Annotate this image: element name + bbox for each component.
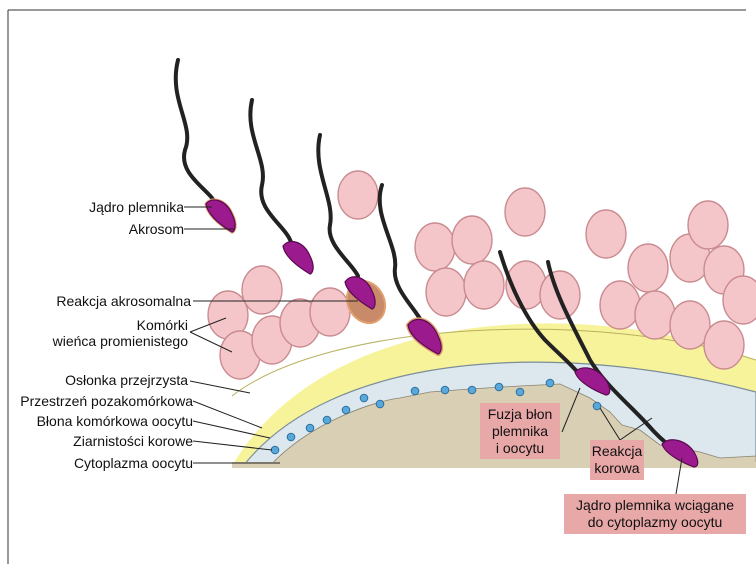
label-corona-cells-2: wieńca promienistego [52, 333, 189, 349]
cortical-granule [323, 416, 331, 424]
corona-cell [635, 291, 675, 339]
label-perivitelline-space: Przestrzeń pozakomórkowa [20, 393, 193, 409]
box-cortical-reaction: Reakcja korowa [590, 440, 644, 480]
label-acrosome: Akrosom [129, 221, 184, 237]
cortical-granule [342, 406, 350, 414]
label-sperm-nucleus: Jądro plemnika [89, 199, 184, 215]
box-membrane-fusion-line-2: plemnika [492, 423, 548, 439]
sperm-tail [176, 60, 215, 203]
leader-line [193, 401, 262, 428]
box-membrane-fusion-line-3: i oocytu [496, 440, 544, 456]
left-labels: Jądro plemnika Akrosom Reakcja akrosomal… [20, 199, 193, 471]
cortical-granule [287, 433, 295, 441]
leader-line [193, 421, 270, 438]
corona-cell [338, 171, 378, 219]
sperm-head [283, 241, 313, 274]
cortical-granule [441, 386, 449, 394]
corona-cell [464, 261, 504, 309]
sperm-head-intact [206, 200, 235, 232]
corona-cell [505, 188, 545, 236]
corona-cell [310, 288, 350, 336]
corona-cell [704, 321, 744, 369]
cortical-granule [411, 387, 419, 395]
label-cortical-granules: Ziarnistości korowe [73, 433, 193, 449]
corona-cell [452, 216, 492, 264]
corona-cell [600, 281, 640, 329]
cortical-granule [271, 446, 279, 454]
box-nucleus-drawn-in: Jądro plemnika wciągane do cytoplazmy oo… [564, 494, 746, 534]
box-nucleus-drawn-in-line-1: Jądro plemnika wciągane [576, 497, 734, 513]
box-nucleus-drawn-in-line-2: do cytoplazmy oocytu [588, 514, 723, 530]
cortical-granule [593, 402, 601, 410]
cortical-granule [360, 394, 368, 402]
label-oocyte-membrane: Błona komórkowa oocytu [37, 413, 193, 429]
leader-line [190, 381, 250, 393]
corona-cell [723, 276, 756, 324]
corona-cell [628, 244, 668, 292]
label-zona-pellucida: Osłonka przejrzysta [65, 372, 188, 388]
corona-cell [415, 223, 455, 271]
corona-cell [688, 201, 728, 249]
label-corona-cells-1: Komórki [137, 317, 188, 333]
corona-cell [586, 210, 626, 258]
cortical-granule [468, 386, 476, 394]
label-oocyte-cytoplasm: Cytoplazma oocytu [74, 455, 193, 471]
cortical-granule [306, 424, 314, 432]
cortical-granule [546, 379, 554, 387]
box-cortical-reaction-line-1: Reakcja [592, 443, 643, 459]
box-membrane-fusion-line-1: Fuzja błon [488, 406, 553, 422]
label-acrosome-reaction: Reakcja akrosomalna [56, 293, 191, 309]
box-membrane-fusion: Fuzja błon plemnika i oocytu [480, 403, 560, 459]
cortical-granule [516, 388, 524, 396]
cortical-granule [495, 383, 503, 391]
box-cortical-reaction-line-2: korowa [594, 460, 639, 476]
cytoplasm-base [232, 462, 756, 468]
corona-cell [426, 268, 466, 316]
corona-cell [242, 266, 282, 314]
cortical-granule [376, 400, 384, 408]
sperm-tail [250, 100, 291, 242]
